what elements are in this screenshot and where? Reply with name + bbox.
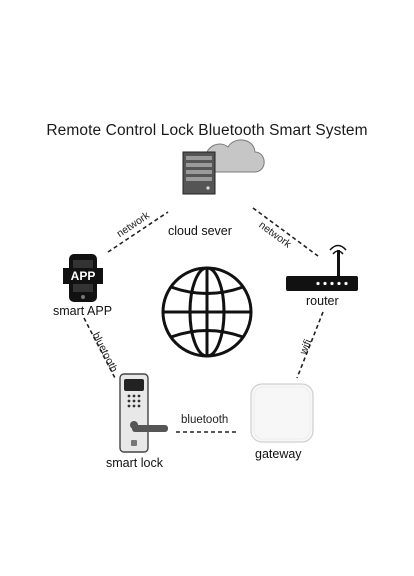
diagram-title: Remote Control Lock Bluetooth Smart Syst… <box>46 122 368 139</box>
connector-app-lock <box>83 317 117 381</box>
cloud-server-icon <box>182 139 265 195</box>
connector-app-cloud <box>107 211 169 253</box>
bluetooth-label-bottom: bluetooth <box>181 414 229 426</box>
smart-lock-label: smart lock <box>106 456 163 470</box>
gateway-icon <box>250 383 314 443</box>
smart-lock-icon <box>119 373 168 453</box>
app-badge-text: APP <box>70 269 96 283</box>
router-icon <box>286 244 358 291</box>
router-label: router <box>306 294 339 308</box>
globe-icon <box>161 266 253 358</box>
connector-router-gateway <box>296 311 324 379</box>
cloud-server-label: cloud sever <box>168 224 232 238</box>
gateway-label: gateway <box>255 447 302 461</box>
app-badge <box>63 268 103 284</box>
smart-app-label: smart APP <box>53 304 113 318</box>
